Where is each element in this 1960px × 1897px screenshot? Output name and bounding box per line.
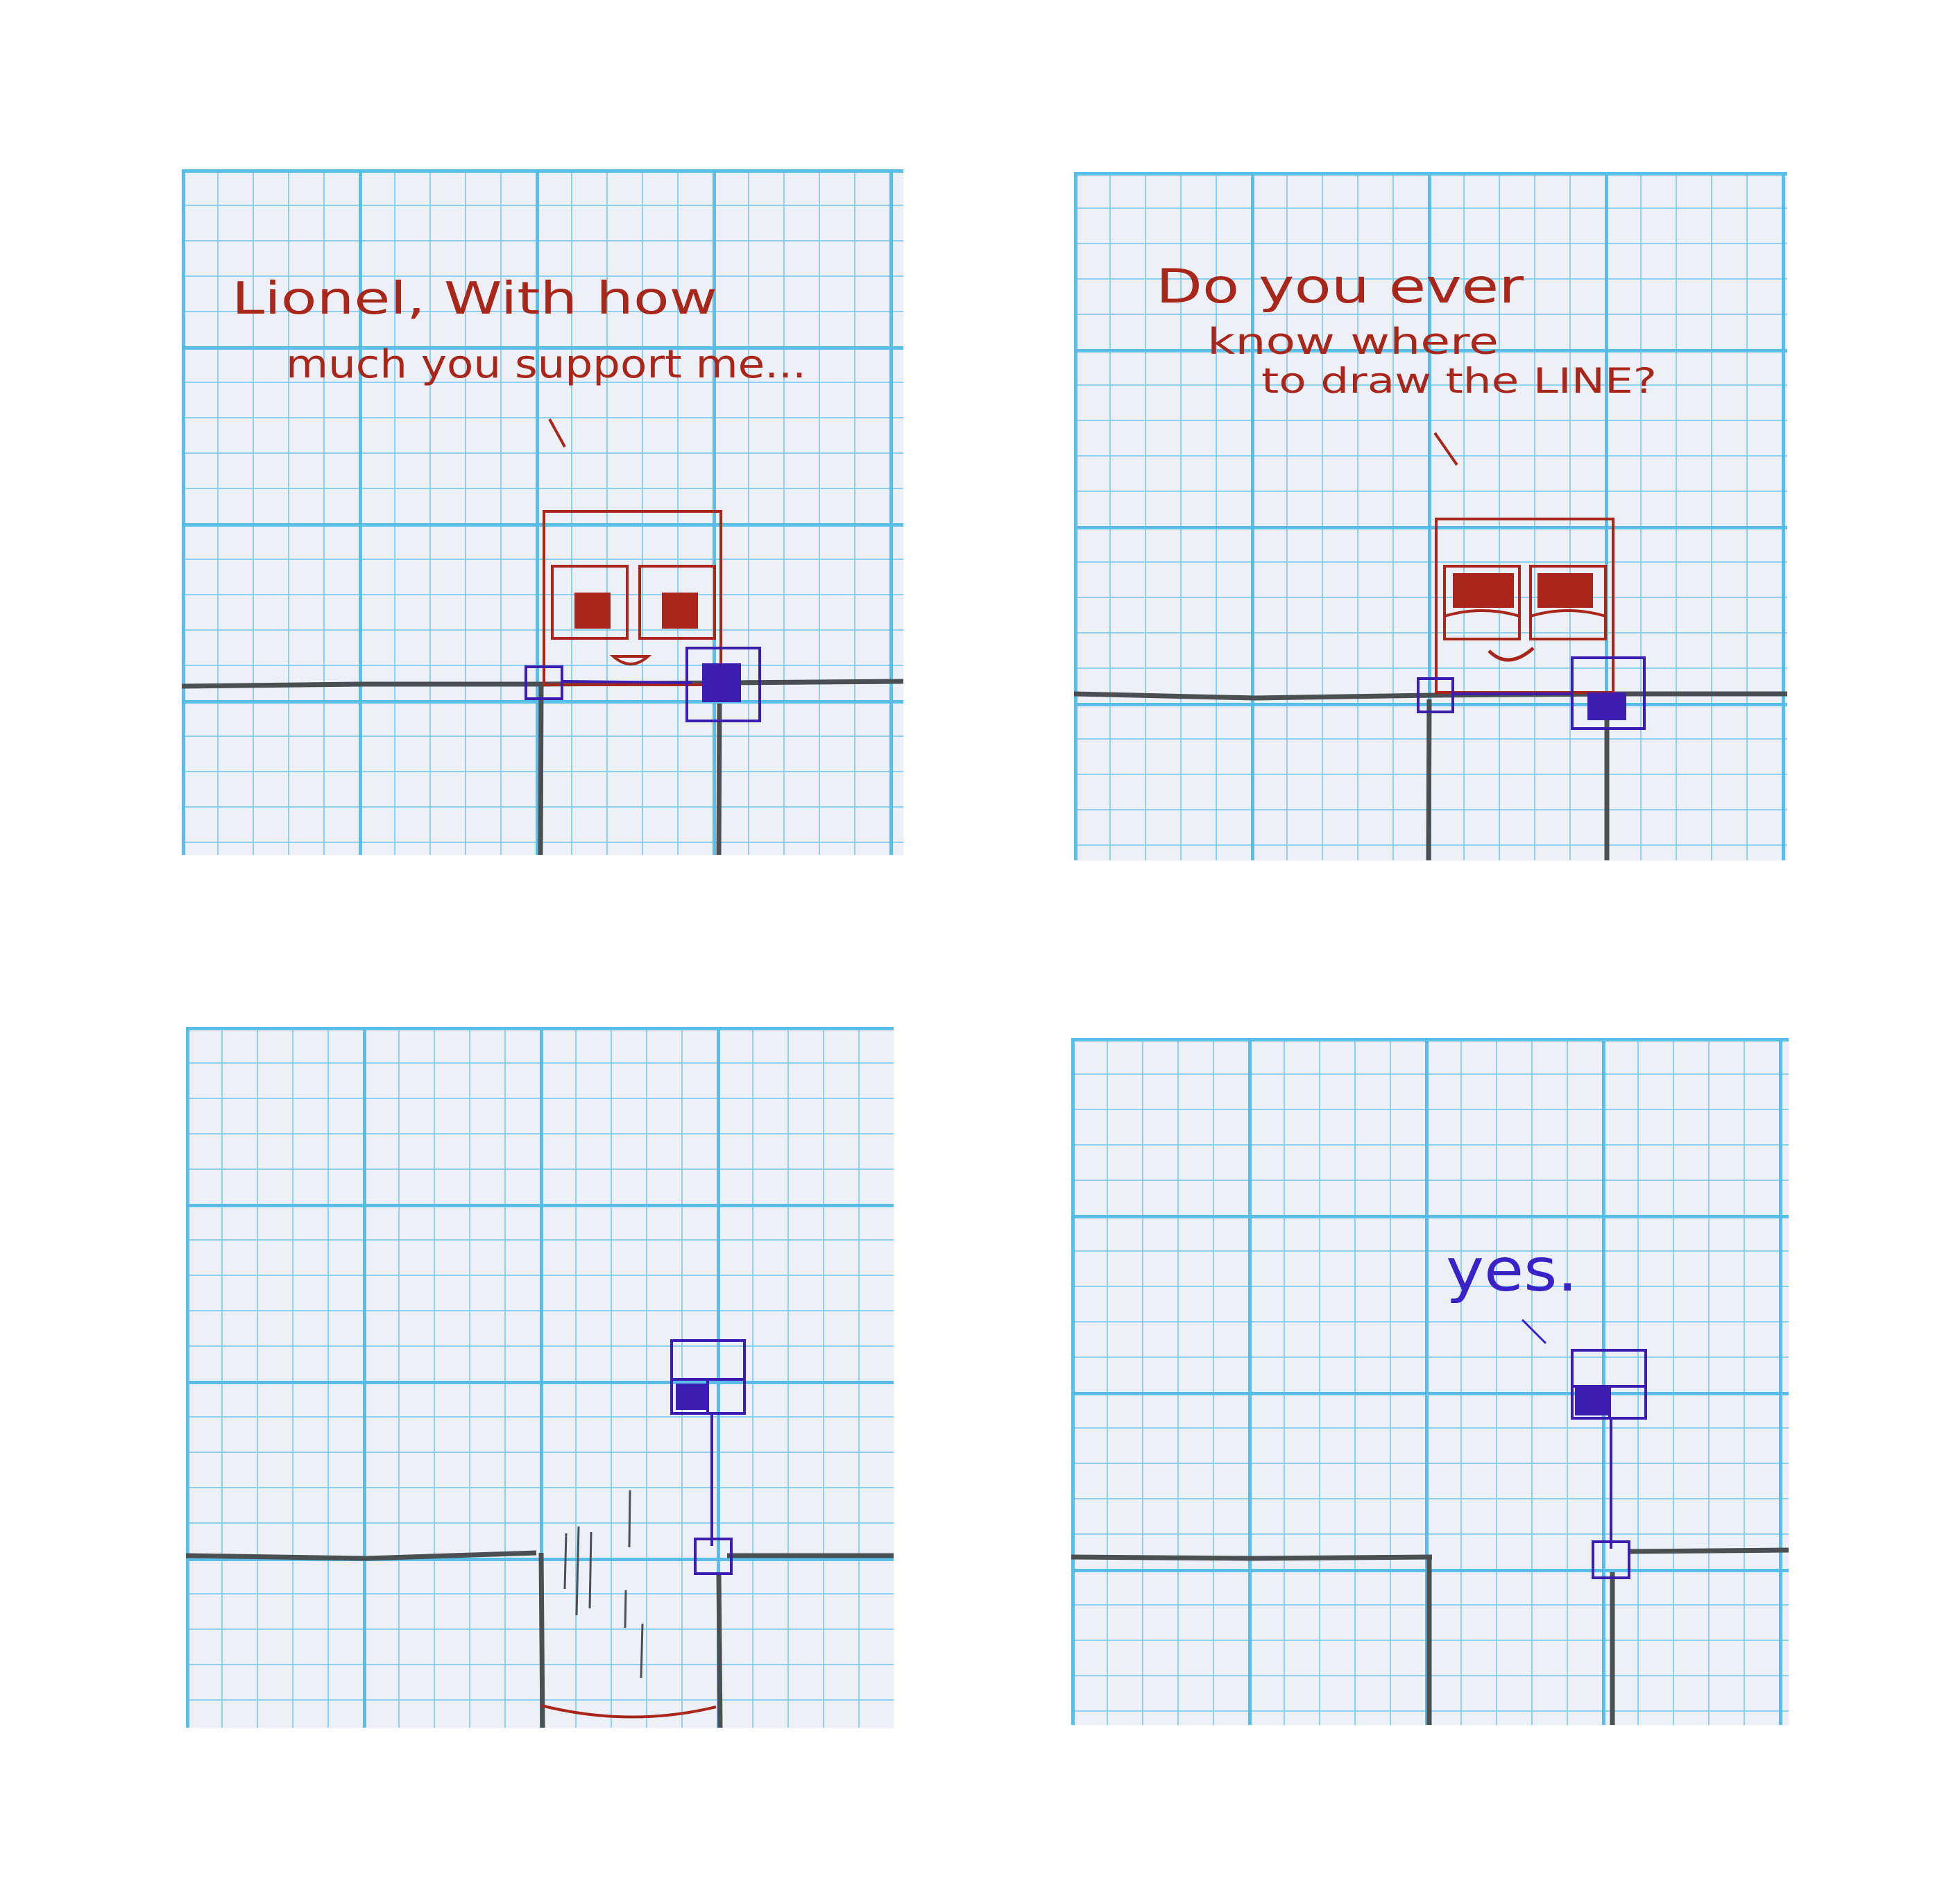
blue-square-fill — [1587, 692, 1626, 720]
comic-panel-3 — [186, 1027, 894, 1728]
ground-line-right — [1630, 1547, 1789, 1554]
panel-4-drawing: yes. — [1071, 1236, 1789, 1725]
speech-tail — [1433, 432, 1458, 466]
speech-tail — [1521, 1318, 1547, 1345]
ground-line-left — [186, 1550, 537, 1561]
blue-square-outer — [1571, 656, 1646, 730]
panel-2-drawing: Do you ever know where to draw the LINE? — [1074, 260, 1787, 860]
ground-line-left — [1071, 1554, 1433, 1561]
ground-line — [1074, 691, 1787, 701]
vertical-line-left — [538, 686, 544, 855]
speech-line-3: to draw the LINE? — [1261, 361, 1657, 401]
panel-1-drawing: Lionel, With how much you support me... — [182, 273, 903, 855]
blue-square-outer — [685, 647, 761, 722]
blue-link-line — [563, 680, 692, 684]
speech-line-2: know where — [1207, 321, 1499, 363]
vertical-line-right — [716, 1574, 723, 1728]
red-square-fallen-edge — [540, 1704, 717, 1719]
blue-square-fill — [702, 663, 741, 702]
blue-square-character — [670, 1339, 746, 1575]
blue-square-left — [525, 665, 563, 700]
panel-3-drawing — [186, 1339, 894, 1728]
comic-panel-4: yes. — [1071, 1038, 1789, 1725]
blue-square-left — [1417, 677, 1454, 713]
blue-square-character — [1571, 1349, 1647, 1579]
comic-panel-1: Lionel, With how much you support me... — [182, 169, 903, 855]
red-square-character — [543, 510, 722, 686]
comic-panel-2: Do you ever know where to draw the LINE? — [1074, 172, 1787, 860]
red-square-character — [1435, 518, 1614, 694]
falling-motion-lines — [563, 1490, 644, 1678]
speech-line-2: much you support me... — [286, 342, 806, 387]
speech-line-1: Do you ever — [1156, 260, 1524, 314]
speech-line-1: yes. — [1446, 1236, 1578, 1305]
vertical-line-left — [538, 1552, 545, 1728]
speech-line-1: Lionel, With how — [232, 273, 717, 325]
speech-tail — [548, 418, 566, 448]
